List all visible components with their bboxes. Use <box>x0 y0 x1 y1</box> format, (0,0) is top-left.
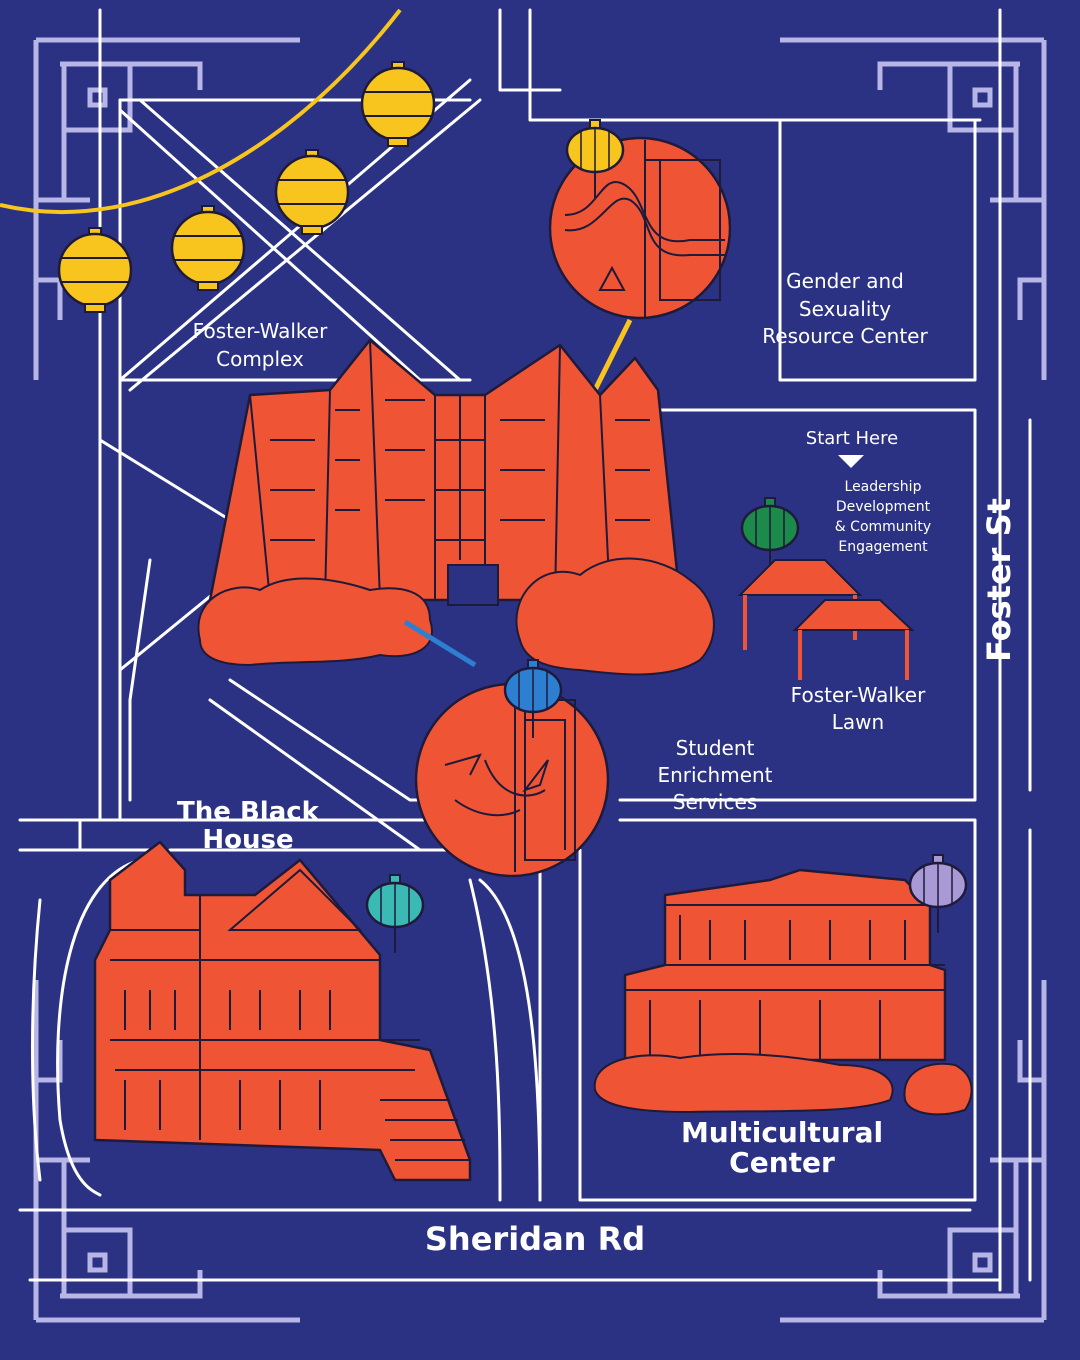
multicultural-label-2: Center <box>729 1146 835 1179</box>
lantern-string <box>0 8 436 313</box>
black-house-building <box>93 840 472 1182</box>
lantern-icon <box>740 497 800 576</box>
student-enrichment-label-1: Student <box>676 736 755 760</box>
gender-center-label-2: Sexuality <box>799 297 891 321</box>
foster-walker-lawn-label-1: Foster-Walker <box>791 683 926 707</box>
lantern-icon <box>503 659 563 738</box>
foster-walker-complex-building <box>197 338 715 676</box>
gender-center-inset <box>548 119 732 392</box>
black-house-label-1: The Black <box>177 797 320 827</box>
foster-walker-complex-label-1: Foster-Walker <box>193 319 328 343</box>
frame-corner-top-right <box>780 37 1047 380</box>
foster-walker-complex-label-2: Complex <box>216 347 304 371</box>
student-enrichment-label-2: Enrichment <box>657 763 772 787</box>
gender-center-label-3: Resource Center <box>762 324 928 348</box>
foster-walker-lawn <box>737 455 915 680</box>
leadership-label-4: Engagement <box>838 539 928 555</box>
lantern-icon <box>565 119 625 198</box>
lantern-icon <box>360 61 436 147</box>
foster-walker-lawn-label-2: Lawn <box>832 710 884 734</box>
map-labels: Foster-Walker Complex Gender and Sexuali… <box>177 269 1018 1258</box>
student-enrichment-inset <box>414 659 610 878</box>
foster-st-label: Foster St <box>980 498 1018 662</box>
tent-icon <box>792 599 915 680</box>
lantern-icon <box>57 227 133 313</box>
lantern-icon <box>170 205 246 291</box>
start-here-label: Start Here <box>806 428 898 449</box>
leadership-label-3: & Community <box>835 519 931 535</box>
lantern-icon <box>274 149 350 235</box>
student-enrichment-label-3: Services <box>673 790 757 814</box>
sheridan-rd-label: Sheridan Rd <box>425 1220 645 1258</box>
black-house-label-2: House <box>202 825 293 855</box>
lantern-icon <box>365 874 425 953</box>
multicultural-label-1: Multicultural <box>681 1116 883 1149</box>
gender-center-label-1: Gender and <box>786 269 904 293</box>
lantern-icon <box>908 854 968 933</box>
leadership-label-2: Development <box>836 499 931 515</box>
start-marker <box>838 455 864 468</box>
multicultural-center-building <box>593 854 973 1116</box>
road-network <box>18 8 1032 1292</box>
leadership-label-1: Leadership <box>845 479 922 495</box>
